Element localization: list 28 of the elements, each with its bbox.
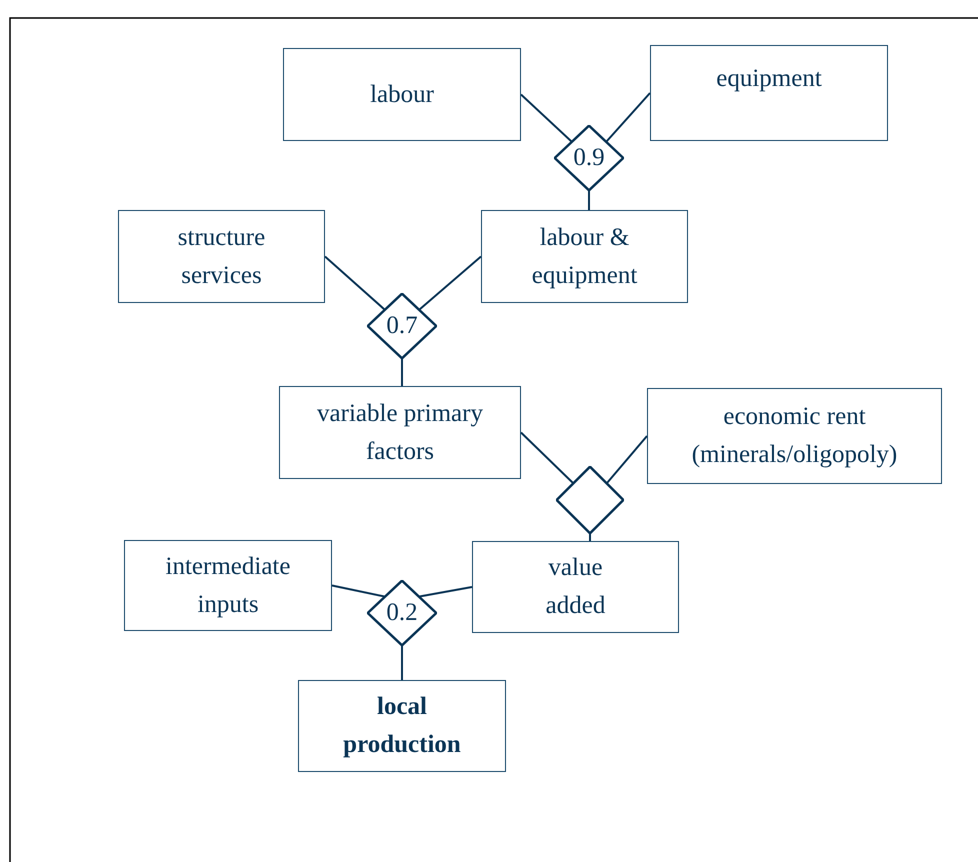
connector-line bbox=[419, 586, 472, 598]
connector-line bbox=[520, 432, 574, 484]
process-box: variable primary factors bbox=[279, 386, 521, 479]
connector-line bbox=[520, 94, 572, 142]
connector-line bbox=[589, 534, 591, 541]
process-box: equipment bbox=[650, 45, 888, 141]
connector-line bbox=[606, 92, 651, 142]
decision-diamond bbox=[554, 125, 624, 191]
connector-line bbox=[401, 646, 403, 680]
decision-diamond bbox=[367, 580, 437, 646]
process-box: labour & equipment bbox=[481, 210, 688, 303]
process-box: structure services bbox=[118, 210, 325, 303]
process-box: labour bbox=[283, 48, 521, 141]
decision-diamond bbox=[367, 293, 437, 359]
weight-label: 0.7 bbox=[386, 311, 418, 341]
connector-line bbox=[401, 359, 403, 386]
process-box: economic rent (minerals/oligopoly) bbox=[647, 388, 942, 484]
connector-line bbox=[606, 435, 648, 484]
weight-label: 0.9 bbox=[573, 143, 605, 173]
process-box: intermediate inputs bbox=[124, 540, 332, 631]
weight-label: 0.2 bbox=[386, 598, 418, 628]
connector-line bbox=[332, 584, 385, 598]
decision-diamond bbox=[556, 466, 624, 534]
connector-line bbox=[418, 256, 482, 310]
connector-line bbox=[324, 256, 386, 310]
process-box: local production bbox=[298, 680, 506, 772]
connector-line bbox=[588, 191, 590, 210]
process-box: value added bbox=[472, 541, 679, 633]
